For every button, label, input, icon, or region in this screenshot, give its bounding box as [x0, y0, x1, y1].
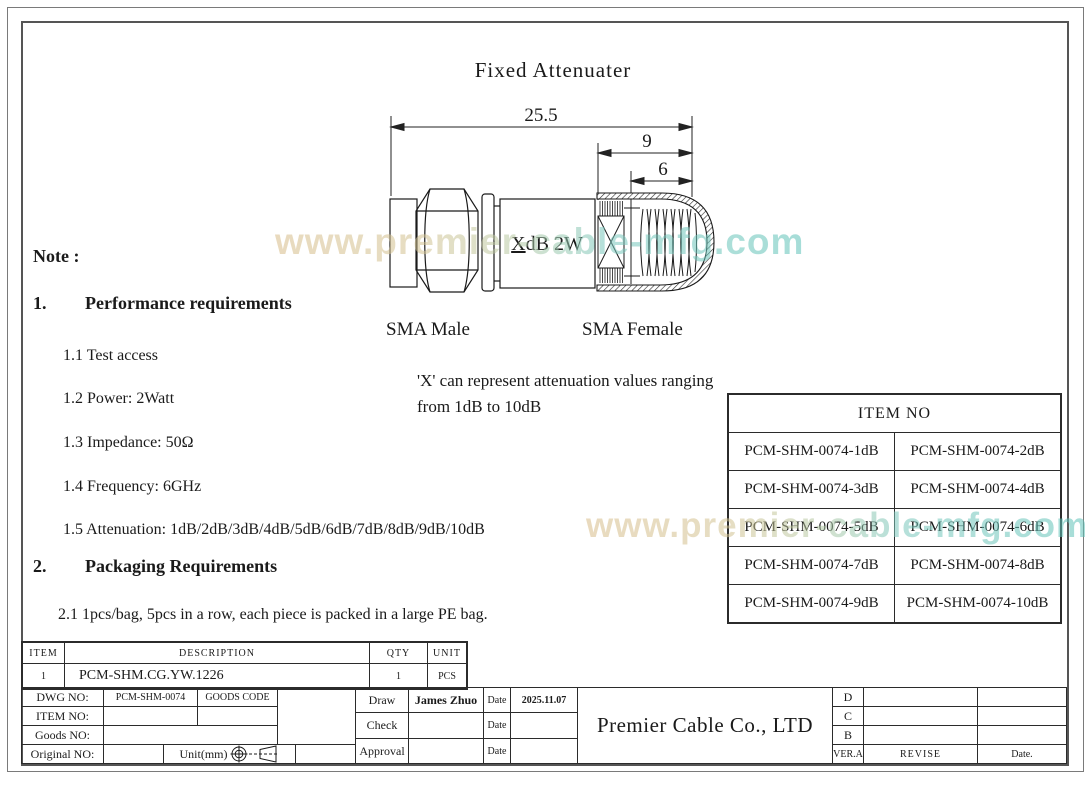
date-label: Date: [483, 738, 511, 764]
goods-no-value: [103, 725, 278, 745]
sheet-inner-border: [21, 21, 1069, 766]
dimension-25-5: [389, 116, 694, 197]
note-item-1-5: 1.5 Attenuation: 1dB/2dB/3dB/4dB/5dB/6dB…: [63, 521, 485, 538]
company-name: Premier Cable Co., LTD: [577, 687, 833, 764]
table-cell: PCM-SHM-0074-6dB: [910, 519, 1045, 535]
parts-list-table: ITEM DESCRIPTION QTY UNIT 1 PCM-SHM.CG.Y…: [21, 641, 468, 690]
table-row: PCM-SHM-0074-9dB PCM-SHM-0074-10dB: [729, 585, 1060, 622]
col-header-description: DESCRIPTION: [65, 643, 370, 663]
note-item-1-3: 1.3 Impedance: 50Ω: [63, 434, 194, 451]
sma-female-label: SMA Female: [582, 319, 683, 340]
original-no-value: [103, 744, 164, 764]
item-no-value: [103, 706, 198, 726]
goods-no-label: Goods NO:: [21, 725, 104, 745]
section2-number: 2.: [33, 556, 47, 576]
marking-rest: dB 2W: [526, 233, 583, 255]
empty-cell: [295, 744, 356, 764]
table-cell: PCM-SHM-0074-2dB: [910, 443, 1045, 459]
table-row: PCM-SHM-0074-3dB PCM-SHM-0074-4dB: [729, 471, 1060, 509]
empty-cell: [277, 687, 356, 745]
page-title: Fixed Attenuater: [474, 58, 632, 82]
parts-header-row: ITEM DESCRIPTION QTY UNIT: [23, 643, 466, 664]
version-label: VER.A: [832, 744, 864, 764]
table-cell: PCM-SHM-0074-9dB: [729, 585, 895, 622]
table-cell: 1: [23, 664, 65, 688]
unit-cell: Unit(mm): [163, 744, 296, 764]
table-cell: PCM-SHM.CG.YW.1226: [65, 664, 370, 688]
approval-date-value: [510, 738, 578, 764]
table-cell: PCM-SHM-0074-4dB: [910, 481, 1045, 497]
check-date-value: [510, 712, 578, 739]
empty-cell: [863, 687, 978, 707]
draw-label: Draw: [355, 687, 409, 713]
dimension-9: [596, 143, 694, 200]
unit-label: Unit(mm): [179, 746, 228, 761]
rev-row-d: D: [832, 687, 864, 707]
original-no-label: Original NO:: [21, 744, 104, 764]
note-heading: Note :: [33, 246, 80, 266]
rev-row-b: B: [832, 725, 864, 745]
date-label: Date: [483, 687, 511, 713]
parts-data-row: 1 PCM-SHM.CG.YW.1226 1 PCS: [23, 664, 466, 688]
empty-cell: [863, 706, 978, 726]
note-item-1-2: 1.2 Power: 2Watt: [63, 390, 175, 407]
table-cell: PCS: [438, 670, 456, 682]
goods-code-label: GOODS CODE: [197, 687, 278, 707]
x-value-note: 'X' can represent attenuation values ran…: [417, 371, 714, 416]
date-label: Date: [483, 712, 511, 739]
rev-row-c: C: [832, 706, 864, 726]
marking-x: X: [511, 233, 526, 255]
table-cell: PCM-SHM-0074-5dB: [729, 509, 895, 546]
empty-cell: [977, 687, 1067, 707]
section1-number: 1.: [33, 293, 47, 313]
projection-symbol-icon: [230, 745, 277, 763]
table-row: PCM-SHM-0074-7dB PCM-SHM-0074-8dB: [729, 547, 1060, 585]
revise-label: REVISE: [863, 744, 978, 764]
dim-9-label: 9: [642, 131, 652, 152]
item-no-label: ITEM NO:: [21, 706, 104, 726]
check-name-value: [408, 712, 484, 739]
revise-date-label: Date.: [977, 744, 1067, 764]
section2-title: Packaging Requirements: [85, 556, 278, 576]
sma-male-body: [389, 188, 596, 293]
attenuation-marking: XdB 2W: [511, 233, 583, 255]
table-cell: PCM-SHM-0074-10dB: [906, 595, 1049, 611]
table-cell: PCM-SHM-0074-8dB: [910, 557, 1045, 573]
empty-cell: [863, 725, 978, 745]
empty-cell: [977, 706, 1067, 726]
empty-cell: [977, 725, 1067, 745]
dwg-no-label: DWG NO:: [21, 687, 104, 707]
connector-technical-drawing: 25.5 9 6: [389, 105, 715, 293]
note-item-2-1: 2.1 1pcs/bag, 5pcs in a row, each piece …: [58, 606, 488, 623]
note-item-1-1: 1.1 Test access: [63, 347, 158, 364]
dwg-no-value: PCM-SHM-0074: [103, 687, 198, 707]
col-header-item: ITEM: [23, 643, 65, 663]
sma-male-label: SMA Male: [386, 319, 470, 340]
sma-female-body: [596, 192, 715, 292]
dim-6-label: 6: [658, 159, 668, 180]
draw-name-value: James Zhuo: [408, 687, 484, 713]
section1-title: Performance requirements: [85, 293, 292, 313]
dim-total-label: 25.5: [524, 105, 557, 126]
item-no-table-header: ITEM NO: [729, 395, 1060, 433]
check-label: Check: [355, 712, 409, 739]
sheet-outer-border: [7, 7, 1084, 772]
note-item-1-4: 1.4 Frequency: 6GHz: [63, 478, 202, 495]
col-header-unit: UNIT: [433, 647, 461, 659]
table-cell: 1: [370, 664, 428, 688]
goods-code-value: [197, 706, 278, 726]
approval-label: Approval: [355, 738, 409, 764]
dimension-6: [629, 171, 694, 284]
approval-name-value: [408, 738, 484, 764]
draw-date-value: 2025.11.07: [510, 687, 578, 713]
table-row: PCM-SHM-0074-1dB PCM-SHM-0074-2dB: [729, 433, 1060, 471]
table-row: PCM-SHM-0074-5dB PCM-SHM-0074-6dB: [729, 509, 1060, 547]
table-cell: PCM-SHM-0074-7dB: [729, 547, 895, 584]
table-cell: PCM-SHM-0074-1dB: [729, 433, 895, 470]
table-cell: PCM-SHM-0074-3dB: [729, 471, 895, 508]
col-header-qty: QTY: [370, 643, 428, 663]
item-no-table: ITEM NO PCM-SHM-0074-1dB PCM-SHM-0074-2d…: [727, 393, 1062, 624]
